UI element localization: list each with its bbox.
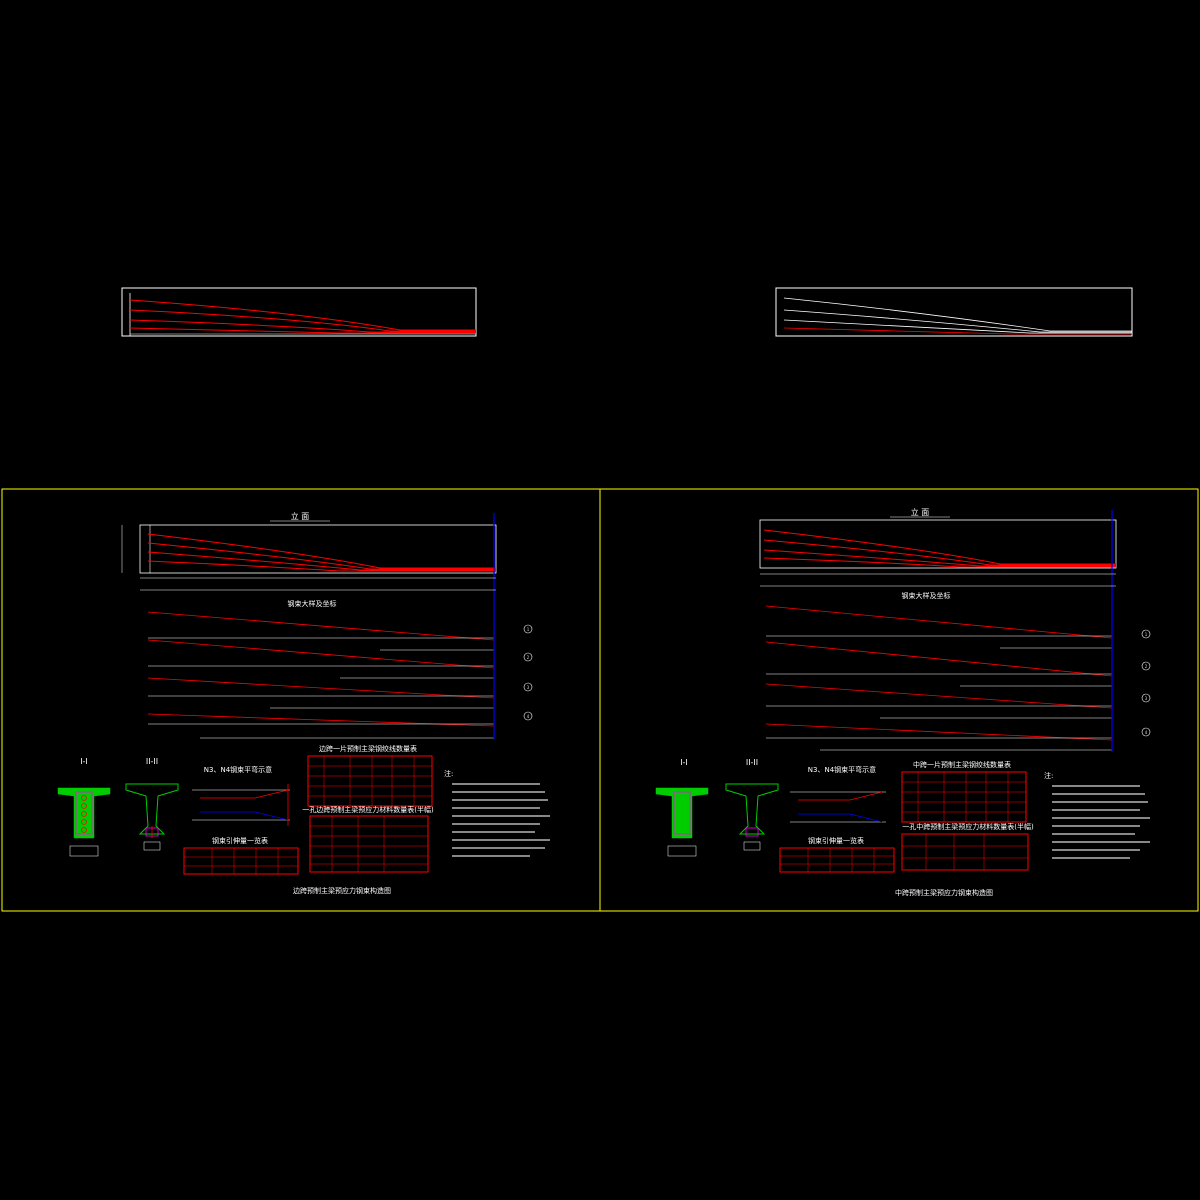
left-tendon-id-3: 3 xyxy=(527,685,530,690)
left-notes: 注: xyxy=(444,769,550,857)
left-tendon-id-2: 2 xyxy=(527,655,530,660)
left-material-table: 一孔边跨预制主梁预应力材料数量表(半幅) xyxy=(302,805,434,873)
top-left-elevation-preview xyxy=(121,287,477,337)
right-plan-bend-title: N3、N4钢束平弯示意 xyxy=(808,765,876,774)
left-section-2: II-II xyxy=(125,757,179,851)
left-tendon-detail-3: 3 xyxy=(147,677,533,709)
top-right-elevation-preview xyxy=(775,287,1133,337)
right-material-table-title: 一孔中跨预制主梁预应力材料数量表(半幅) xyxy=(902,822,1034,831)
right-elongation-table: 钢束引伸量一览表 xyxy=(779,836,895,873)
left-section-1: I-I xyxy=(57,757,111,857)
right-tendon-id-2: 2 xyxy=(1145,664,1148,669)
right-tendon-detail-1: 1 xyxy=(765,605,1151,649)
left-quantity-table: 边跨一片预制主梁钢绞线数量表 xyxy=(307,744,433,807)
left-tendon-detail-1: 1 xyxy=(147,611,533,651)
right-notes: 注: xyxy=(1044,771,1150,859)
right-sheet-frame xyxy=(599,488,1199,912)
right-section-1-label: I-I xyxy=(680,758,688,767)
left-elongation-table: 钢束引伸量一览表 xyxy=(183,836,299,875)
right-notes-title: 注: xyxy=(1044,771,1053,780)
right-drawing-title: 中跨预制主梁预应力钢束构造图 xyxy=(895,888,993,897)
left-elevation-title: 立 面 xyxy=(291,511,310,521)
left-plan-bend-diagram: N3、N4钢束平弯示意 xyxy=(192,765,290,826)
left-tendon-id-4: 4 xyxy=(527,714,530,719)
left-quantity-table-title: 边跨一片预制主梁钢绞线数量表 xyxy=(319,744,417,753)
right-tendon-detail-2: 2 xyxy=(765,641,1151,687)
right-plan-bend-diagram: N3、N4钢束平弯示意 xyxy=(790,765,886,823)
right-tendon-id-4: 4 xyxy=(1145,730,1148,735)
left-elongation-table-title: 钢束引伸量一览表 xyxy=(212,836,268,845)
right-tendon-id-3: 3 xyxy=(1145,696,1148,701)
right-quantity-table-title: 中跨一片预制主梁钢绞线数量表 xyxy=(913,760,1011,769)
left-tendon-detail-title: 钢束大样及坐标 xyxy=(288,599,337,608)
right-elevation-title: 立 面 xyxy=(911,507,930,517)
right-tendon-detail-4: 4 xyxy=(765,723,1151,751)
left-sheet: 立 面 钢束大样及坐标 1 2 xyxy=(57,511,550,895)
left-material-table-title: 一孔边跨预制主梁预应力材料数量表(半幅) xyxy=(302,805,434,814)
left-section-1-label: I-I xyxy=(80,757,88,766)
right-elongation-table-title: 钢束引伸量一览表 xyxy=(808,836,864,845)
left-tendon-detail-2: 2 xyxy=(147,639,533,679)
left-elevation-view: 立 面 xyxy=(121,511,497,600)
left-tendon-detail-4: 4 xyxy=(147,711,533,739)
right-tendon-id-1: 1 xyxy=(1145,632,1148,637)
left-drawing-title: 边跨预制主梁预应力钢束构造图 xyxy=(293,886,391,895)
right-tendon-detail-3: 3 xyxy=(765,683,1151,719)
right-section-2: II-II xyxy=(725,758,779,851)
left-tendon-id-1: 1 xyxy=(527,627,530,632)
left-section-2-label: II-II xyxy=(146,757,158,766)
right-tendon-detail-title: 钢束大样及坐标 xyxy=(902,591,951,600)
right-material-table: 一孔中跨预制主梁预应力材料数量表(半幅) xyxy=(901,822,1034,871)
left-notes-title: 注: xyxy=(444,769,453,778)
right-elevation-view: 立 面 xyxy=(759,507,1117,600)
right-quantity-table: 中跨一片预制主梁钢绞线数量表 xyxy=(901,760,1027,823)
right-sheet: 立 面 钢束大样及坐标 1 2 xyxy=(655,507,1151,897)
right-section-1: I-I xyxy=(655,758,709,857)
right-section-2-label: II-II xyxy=(746,758,758,767)
left-plan-bend-title: N3、N4钢束平弯示意 xyxy=(204,765,272,774)
